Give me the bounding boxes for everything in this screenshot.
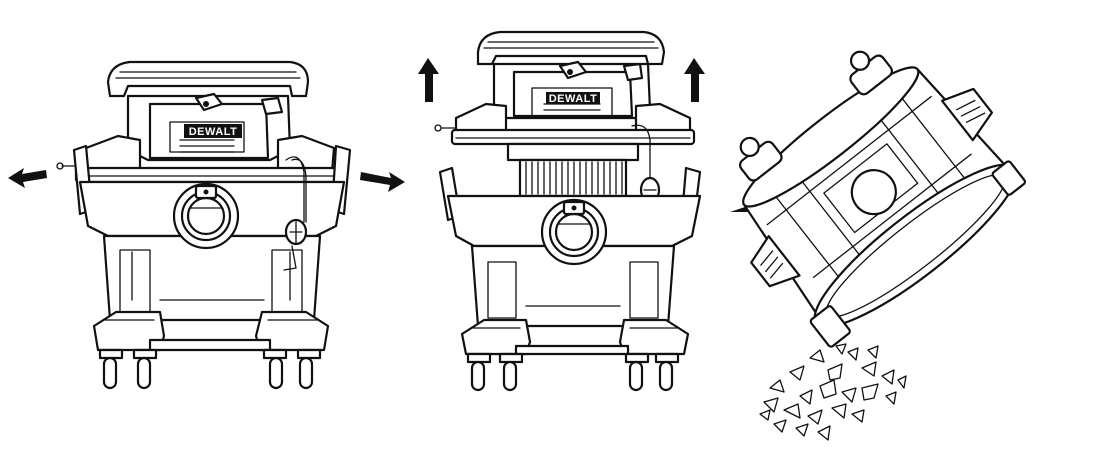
motor-head: DEWALT: [126, 92, 292, 162]
debris: [759, 343, 907, 441]
up-arrow-left: [418, 58, 439, 102]
carry-handle: [476, 30, 666, 66]
brand-logo: DEWALT: [546, 92, 600, 105]
power-switch: [558, 60, 588, 80]
carry-handle: [106, 60, 310, 98]
up-arrow-right: [684, 58, 705, 102]
base-casters: [460, 318, 690, 392]
panel-2-head-lifted: DEWALT: [418, 30, 705, 392]
brand-logo-text: DEWALT: [189, 126, 238, 138]
hose-inlet: [540, 198, 608, 266]
cartridge-filter: [506, 142, 640, 198]
panel-1-vacuum-latches-open: DEWALT: [8, 60, 405, 390]
hose-inlet: [172, 182, 240, 250]
power-switch: [194, 92, 224, 112]
brand-logo: DEWALT: [184, 124, 242, 138]
right-arrow: [360, 172, 405, 192]
cord-wrap: [283, 156, 308, 271]
base-casters: [92, 310, 330, 390]
motor-head: DEWALT: [434, 60, 696, 146]
left-arrow: [8, 168, 47, 188]
tipped-drum: [738, 50, 1026, 348]
panel-3-empty-drum: [730, 50, 1026, 441]
brand-logo-text: DEWALT: [549, 93, 598, 105]
